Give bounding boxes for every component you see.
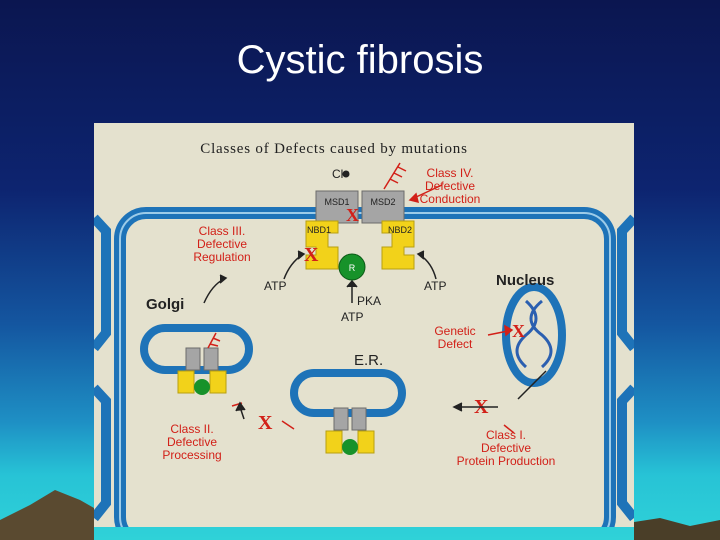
x-mark-regulation: X bbox=[304, 244, 319, 266]
svg-text:Genetic: Genetic bbox=[434, 324, 475, 338]
x-mark-conduction: X bbox=[346, 205, 359, 225]
atp-left-label: ATP bbox=[264, 279, 286, 293]
pka-label: PKA bbox=[357, 294, 381, 308]
nbd1-label: NBD1 bbox=[307, 225, 331, 235]
class4-label: Class IV. Defective Conduction bbox=[420, 166, 481, 206]
glycosylation-icon bbox=[207, 162, 407, 349]
er-channel bbox=[325, 407, 375, 455]
svg-text:Regulation: Regulation bbox=[193, 250, 250, 264]
mountain-silhouette bbox=[0, 490, 720, 540]
svg-text:Defective: Defective bbox=[167, 435, 217, 449]
x-mark-processing: X bbox=[258, 412, 273, 434]
defect-arrows bbox=[231, 184, 515, 434]
svg-text:Processing: Processing bbox=[162, 448, 221, 462]
cftr-channel bbox=[305, 170, 415, 281]
svg-text:Defect: Defect bbox=[438, 337, 473, 351]
svg-text:Defective: Defective bbox=[197, 237, 247, 251]
genetic-defect-label: Genetic Defect bbox=[434, 324, 475, 351]
msd2-label: MSD2 bbox=[370, 197, 395, 207]
svg-text:Class I.: Class I. bbox=[486, 428, 526, 442]
pathway-arrows bbox=[203, 250, 437, 304]
x-mark-genetic: X bbox=[512, 321, 525, 341]
nbd2-label: NBD2 bbox=[388, 225, 412, 235]
svg-text:Class II.: Class II. bbox=[170, 422, 213, 436]
class3-label: Class III. Defective Regulation bbox=[193, 224, 250, 264]
nucleus-label: Nucleus bbox=[496, 272, 554, 289]
svg-text:Protein Production: Protein Production bbox=[457, 454, 556, 468]
atp-bottom-label: ATP bbox=[341, 310, 363, 324]
cl-label: Cl⁻ bbox=[332, 167, 350, 181]
svg-text:Class III.: Class III. bbox=[199, 224, 246, 238]
er-label: E.R. bbox=[354, 352, 383, 369]
golgi-channel bbox=[177, 347, 227, 395]
golgi-label: Golgi bbox=[146, 296, 184, 313]
pathway-arrows-er bbox=[235, 370, 547, 420]
svg-text:Defective: Defective bbox=[481, 441, 531, 455]
atp-right-label: ATP bbox=[424, 279, 446, 293]
class1-label: Class I. Defective Protein Production bbox=[457, 428, 556, 468]
diagram-heading: Classes of Defects caused by mutations bbox=[200, 141, 467, 157]
er-organelle bbox=[290, 369, 406, 417]
svg-text:Conduction: Conduction bbox=[420, 192, 481, 206]
slide-title: Cystic fibrosis bbox=[236, 38, 484, 82]
class2-label: Class II. Defective Processing bbox=[162, 422, 221, 462]
cftr-defect-diagram: Classes of Defects caused by mutations G… bbox=[94, 123, 634, 527]
svg-text:Defective: Defective bbox=[425, 179, 475, 193]
r-domain-label: R bbox=[349, 263, 356, 273]
svg-text:Class IV.: Class IV. bbox=[427, 166, 474, 180]
msd1-label: MSD1 bbox=[324, 197, 349, 207]
